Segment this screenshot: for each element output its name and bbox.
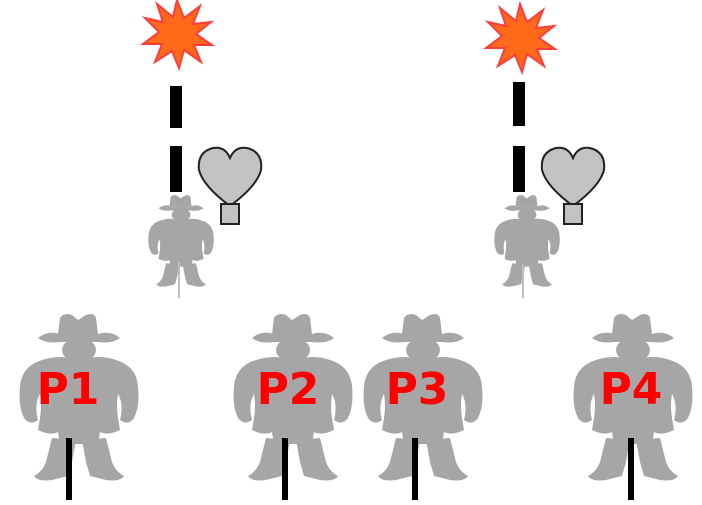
explosion-icon [485, 3, 556, 73]
player-label: P1 [37, 364, 100, 415]
heart-balloon-icon [540, 146, 606, 225]
player-target-p1: P1 [19, 314, 139, 500]
player-label: P3 [386, 364, 449, 415]
target-pole [66, 438, 72, 500]
heart-balloon-icon [197, 146, 263, 225]
dashed-pole [170, 86, 182, 192]
target-pole [282, 438, 288, 500]
player-target-p2: P2 [233, 314, 353, 500]
gunman-silhouette-icon [494, 195, 560, 287]
player-target-p4: P4 [573, 314, 693, 500]
target-pole [628, 438, 634, 500]
dashed-pole [513, 82, 525, 192]
upper-target-right [485, 3, 606, 298]
player-label: P4 [600, 364, 663, 415]
target-pole [412, 438, 418, 500]
upper-target-left [142, 0, 263, 298]
target-stand [178, 262, 180, 298]
player-target-p3: P3 [363, 314, 483, 500]
target-stand [522, 264, 524, 298]
gunman-silhouette-icon [148, 195, 214, 287]
player-label: P2 [257, 364, 320, 415]
explosion-icon [142, 0, 213, 69]
